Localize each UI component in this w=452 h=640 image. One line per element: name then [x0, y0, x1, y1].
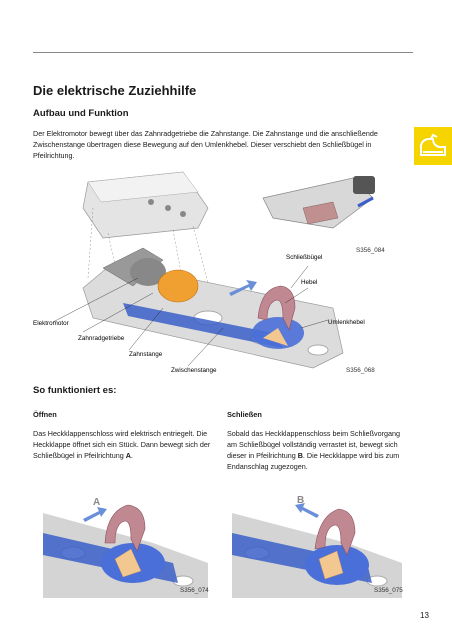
figure-code-074: S356_074 [180, 587, 209, 594]
label-zwischenstange: Zwischenstange [171, 367, 217, 374]
how-it-works-heading: So funktioniert es: [33, 385, 117, 396]
label-zahnstange: Zahnstange [129, 351, 163, 358]
schliessen-diagram: B S356_075 [232, 495, 403, 598]
housing-cover [82, 171, 209, 239]
main-figure: Schließbügel Hebel Elektromotor Umlenkhe… [33, 168, 393, 380]
figure-code-bottom: S356_068 [346, 367, 375, 374]
figure-oeffnen: A S356_074 [33, 493, 213, 598]
label-schliessbuegel: Schließbügel [286, 254, 322, 261]
schliessen-text-part: Sobald das Heckklappenschloss beim Schli… [227, 429, 400, 460]
schliessen-text-end: . Die Heckklappe wird bis zum Endanschla… [227, 451, 400, 471]
page-title: Die elektrische Zuziehhilfe [33, 83, 197, 98]
electric-motor [102, 247, 166, 287]
oeffnen-text-end: . [130, 451, 133, 460]
page-number: 13 [420, 611, 429, 620]
closing-aid-diagram: Schließbügel Hebel Elektromotor Umlenkhe… [33, 171, 385, 374]
gear-rack [123, 303, 283, 348]
striker-bracket [257, 285, 296, 331]
intro-paragraph: Der Elektromotor bewegt über das Zahnrad… [33, 129, 378, 160]
section-subtitle: Aufbau und Funktion [33, 108, 129, 119]
schliessen-arrow-ref: B [297, 451, 303, 460]
direction-arrow [229, 280, 257, 296]
schliessen-text: Sobald das Heckklappenschloss beim Schli… [227, 428, 407, 472]
arrow-b-label: B [297, 495, 304, 506]
lever-plate [263, 328, 288, 346]
label-umlenkhebel: Umlenkhebel [328, 319, 365, 326]
label-zahnradgetriebe: Zahnradgetriebe [78, 335, 125, 342]
gear-wheel [157, 269, 199, 303]
oeffnen-diagram: A S356_074 [43, 497, 209, 598]
label-elektromotor: Elektromotor [33, 320, 69, 327]
oeffnen-text: Das Heckklappenschloss wird elektrisch e… [33, 428, 213, 461]
tailgate-lock [262, 176, 375, 229]
figure-code-top: S356_084 [356, 247, 385, 254]
schliessen-heading: Schließen [227, 410, 262, 419]
tailgate-icon [420, 133, 446, 156]
arrow-a [83, 507, 107, 522]
arrow-a-label: A [93, 497, 100, 508]
chapter-tab [414, 127, 452, 165]
oeffnen-heading: Öffnen [33, 410, 57, 419]
arrow-b [295, 503, 319, 518]
label-hebel: Hebel [301, 279, 317, 286]
top-margin [0, 0, 452, 50]
figure-schliessen: B S356_075 [227, 493, 407, 598]
header-rule [33, 52, 413, 53]
figure-code-075: S356_075 [374, 587, 403, 594]
oeffnen-arrow-ref: A [125, 451, 131, 460]
oeffnen-text-part: Das Heckklappenschloss wird elektrisch e… [33, 429, 211, 460]
